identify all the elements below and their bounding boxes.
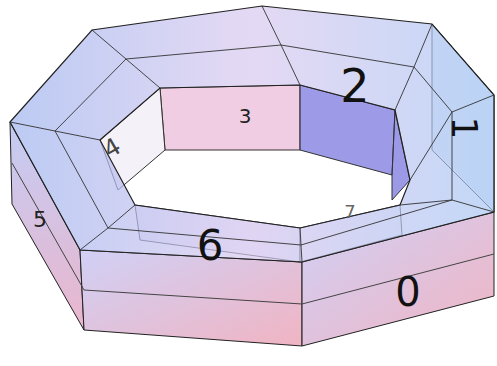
face-number: 0: [395, 272, 420, 312]
face-number: 6: [197, 225, 224, 267]
face-number: 3: [239, 106, 252, 126]
face-number: 5: [33, 209, 47, 231]
face-number: 2: [340, 63, 369, 109]
face-number: 1: [446, 117, 482, 140]
face-number: 7: [344, 203, 355, 221]
